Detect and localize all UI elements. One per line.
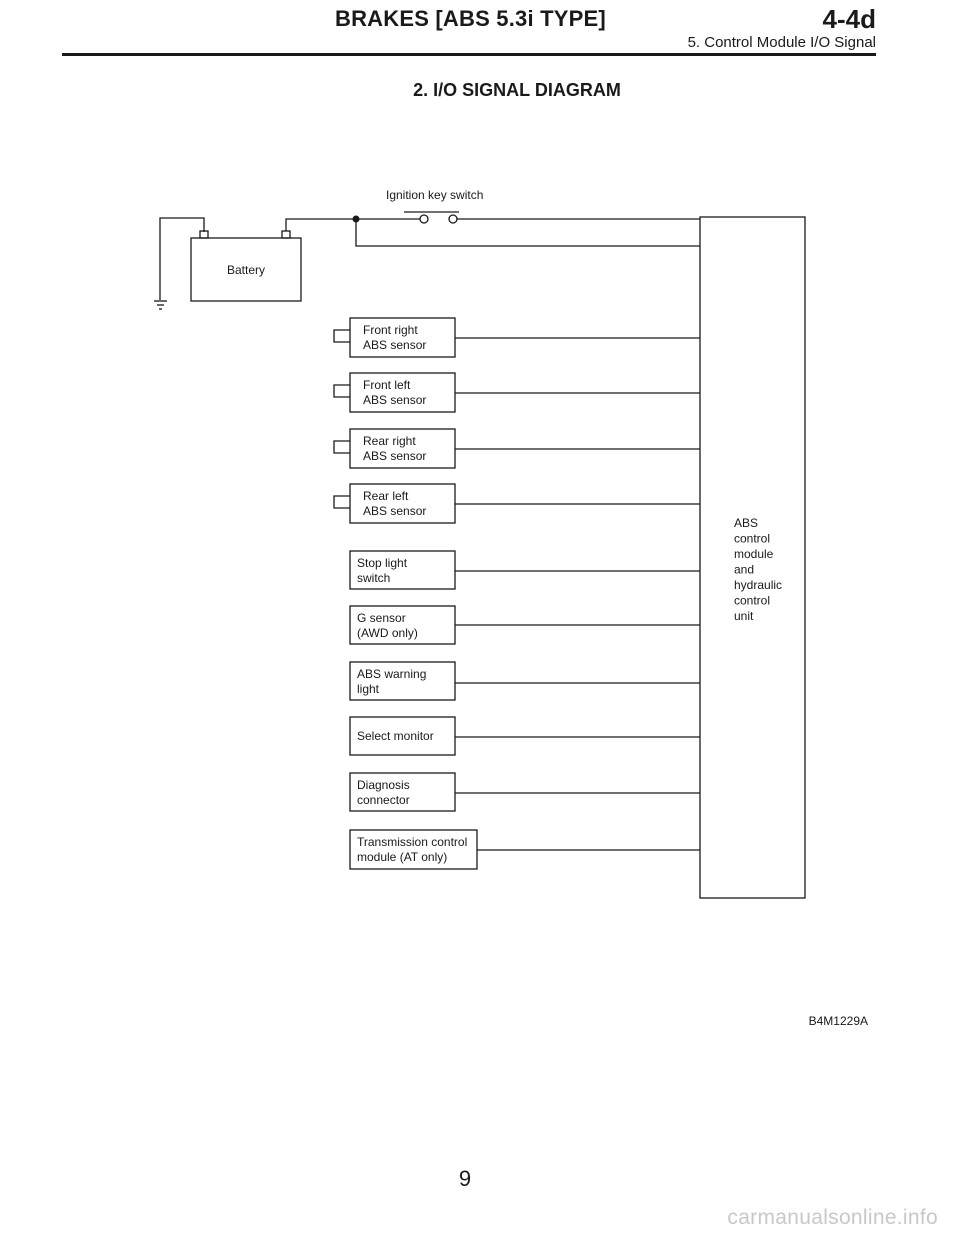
component-label-line: light (357, 682, 380, 696)
abs-module-label-line: hydraulic (734, 578, 782, 592)
abs-module-label-line: control (734, 594, 770, 608)
sensor-connector (333, 329, 350, 343)
sensor-label-line: Rear right (363, 434, 416, 448)
watermark: carmanualsonline.info (727, 1206, 938, 1229)
abs-module-label-line: and (734, 563, 754, 577)
sensor-label-line: ABS sensor (363, 393, 426, 407)
component-label-line: Select monitor (357, 729, 434, 743)
sensor-label-line: Front right (363, 323, 418, 337)
component-label-line: Transmission control (357, 835, 467, 849)
abs-module-label: ABS control module and hydraulic control… (734, 516, 785, 623)
section-subtitle: 5. Control Module I/O Signal (687, 34, 876, 51)
sensor-label-line: ABS sensor (363, 338, 426, 352)
sensor-label-line: Rear left (363, 489, 409, 503)
sensor-label-line: ABS sensor (363, 449, 426, 463)
component-label-line: Stop light (357, 556, 408, 570)
ignition-contact-right (448, 214, 458, 224)
sensor-label-line: ABS sensor (363, 504, 426, 518)
component-box (349, 661, 456, 701)
abs-module-label-line: module (734, 547, 774, 561)
junction-dot (352, 215, 360, 223)
ignition-switch-label: Ignition key switch (386, 188, 483, 202)
ground-wire (159, 217, 205, 300)
abs-control-module-box (699, 216, 806, 899)
battery-positive-wire (285, 218, 420, 231)
sensor-connector (333, 384, 350, 398)
section-code: 4-4d (822, 4, 876, 34)
component-box (349, 772, 456, 812)
battery-box (190, 237, 302, 302)
diagram-title: 2. I/O SIGNAL DIAGRAM (413, 80, 621, 100)
component-label-line: Diagnosis (357, 778, 410, 792)
abs-module-label-line: control (734, 532, 770, 546)
abs-module-label-line: ABS (734, 516, 758, 530)
battery-label: Battery (227, 263, 265, 277)
component-label-line: ABS warning (357, 667, 426, 681)
component-box (349, 550, 456, 590)
component-label-line: module (AT only) (357, 850, 447, 864)
header-rule (62, 53, 876, 56)
io-component: G sensor(AWD only) (349, 605, 700, 645)
sensor-connector (333, 495, 350, 509)
abs-module-label-line: unit (734, 609, 754, 623)
battery-terminal-positive (281, 230, 291, 239)
component-label-line: G sensor (357, 611, 406, 625)
page-number: 9 (458, 1166, 472, 1191)
component-label-line: (AWD only) (357, 626, 418, 640)
io-component: Select monitor (349, 716, 700, 756)
battery-terminal-negative (199, 230, 209, 239)
component-label-line: connector (357, 793, 410, 807)
sensor-connector (333, 440, 350, 454)
figure-code: B4M1229A (808, 1014, 868, 1028)
section-header-title: BRAKES [ABS 5.3i TYPE] (335, 6, 606, 31)
sensor-label-line: Front left (363, 378, 411, 392)
component-label-line: switch (357, 571, 390, 585)
battery-direct-wire (355, 219, 700, 247)
component-box (349, 716, 456, 756)
ignition-contact-left (419, 214, 429, 224)
